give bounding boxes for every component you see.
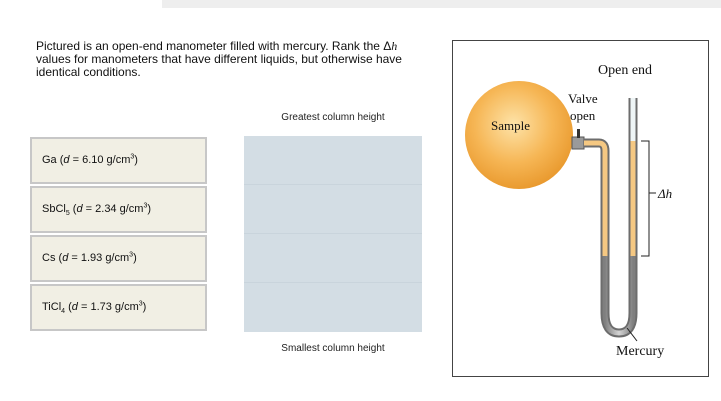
valve <box>571 136 585 150</box>
tile-paren-close: ) <box>147 203 152 215</box>
smallest-label: Smallest column height <box>281 343 385 354</box>
tile-paren-open: ( <box>65 301 72 313</box>
delta-h-bracket <box>641 140 650 257</box>
question-prompt: Pictured is an open-end manometer filled… <box>36 40 416 79</box>
tile-ticl4[interactable]: TiCl4 (d = 1.73 g/cm3) <box>30 284 207 331</box>
delta-h-label: Δh <box>657 186 672 201</box>
tile-paren-close: ) <box>134 154 138 166</box>
mercury-column <box>602 256 636 336</box>
tab-bar-background <box>162 0 721 8</box>
tile-ga[interactable]: Ga (d = 6.10 g/cm3) <box>30 137 207 184</box>
valve-label: Valve <box>568 91 598 106</box>
tile-cs[interactable]: Cs (d = 1.93 g/cm3) <box>30 235 207 282</box>
tile-formula-subscript: 4 <box>61 308 66 316</box>
h-symbol: h <box>391 39 398 53</box>
tile-unit-exponent: 3 <box>138 300 143 308</box>
tile-unit-exponent: 3 <box>143 202 148 210</box>
tile-formula: Ga <box>42 154 57 166</box>
ranking-slot[interactable] <box>244 283 422 332</box>
tile-formula: SbCl <box>42 203 66 215</box>
tile-density-value: = 1.73 g/cm <box>77 301 139 313</box>
prompt-text-start: Pictured is an open-end manometer filled… <box>36 39 384 53</box>
tile-formula: TiCl <box>42 301 62 313</box>
tile-paren-open: ( <box>69 203 77 215</box>
mercury-pointer <box>626 327 638 342</box>
tile-paren-open: ( <box>55 252 63 264</box>
tile-paren-close: ) <box>142 301 147 313</box>
tile-unit-exponent: 3 <box>129 251 134 259</box>
prompt-text-end: values for manometers that have differen… <box>36 52 402 79</box>
draggable-tiles: Ga (d = 6.10 g/cm3) SbCl5 (d = 2.34 g/cm… <box>30 137 207 333</box>
tile-formula: Cs <box>42 252 56 264</box>
tile-density-value: = 1.93 g/cm <box>68 252 130 264</box>
open-end-label: Open end <box>598 63 652 78</box>
tile-paren-close: ) <box>133 252 137 264</box>
greatest-label: Greatest column height <box>281 112 385 123</box>
ranking-drop-zone[interactable] <box>244 136 422 332</box>
tile-density-symbol: d <box>62 252 69 264</box>
tile-density-value: = 2.34 g/cm <box>82 203 144 215</box>
mercury-label: Mercury <box>616 344 664 359</box>
tile-density-symbol: d <box>63 154 70 166</box>
delta-symbol: Δ <box>383 39 392 53</box>
ranking-slot[interactable] <box>244 185 422 234</box>
tile-paren-open: ( <box>56 154 64 166</box>
u-tube-outline <box>584 98 638 338</box>
tile-density-value: = 6.10 g/cm <box>69 154 131 166</box>
sample-label: Sample <box>491 118 530 133</box>
valve-handle <box>577 129 580 138</box>
top-tab-bar <box>0 0 721 8</box>
tile-density-symbol: d <box>76 203 83 215</box>
manometer-figure: Sample Valve open Open end Δh Mercury <box>452 40 709 377</box>
tile-density-symbol: d <box>71 301 78 313</box>
tile-formula-subscript: 5 <box>65 210 70 218</box>
tile-sbcl5[interactable]: SbCl5 (d = 2.34 g/cm3) <box>30 186 207 233</box>
sample-gas-column <box>584 140 608 256</box>
sample-bulb <box>465 81 573 189</box>
tile-unit-exponent: 3 <box>130 153 135 161</box>
manometer-diagram: Sample Valve open Open end Δh Mercury <box>465 63 672 359</box>
ranking-slot[interactable] <box>244 234 422 283</box>
ranking-slot[interactable] <box>244 136 422 185</box>
active-tab <box>0 0 150 8</box>
valve-state-label: open <box>570 108 596 123</box>
